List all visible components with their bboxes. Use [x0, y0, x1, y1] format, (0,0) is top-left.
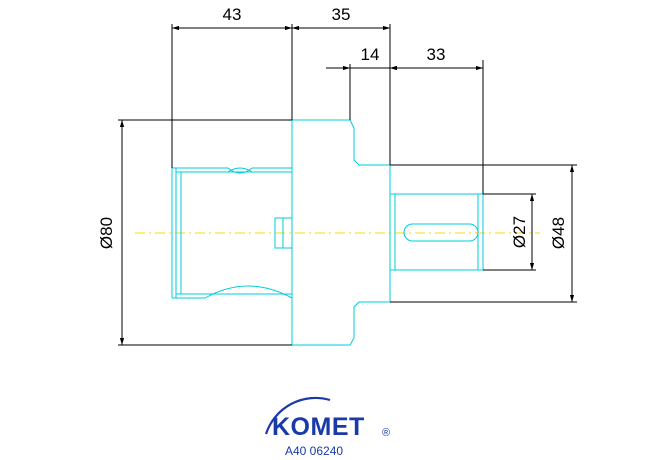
dim-dia80-label: Ø80 — [97, 217, 116, 249]
logo-code-text: A40 06240 — [285, 444, 343, 458]
logo-brand-text: KOMET — [272, 413, 365, 441]
logo-arc — [264, 396, 331, 435]
dim-14-label: 14 — [361, 45, 380, 64]
logo-registered-mark: ® — [382, 427, 390, 439]
dimension-lines — [118, 24, 577, 346]
dim-43-label: 43 — [223, 5, 242, 24]
komet-logo: KOMET ® A40 06240 — [264, 396, 390, 458]
dim-33-label: 33 — [427, 45, 446, 64]
dim-dia27-label: Ø27 — [510, 216, 529, 248]
dim-dia48-label: Ø48 — [549, 217, 568, 249]
dim-35-label: 35 — [332, 5, 351, 24]
